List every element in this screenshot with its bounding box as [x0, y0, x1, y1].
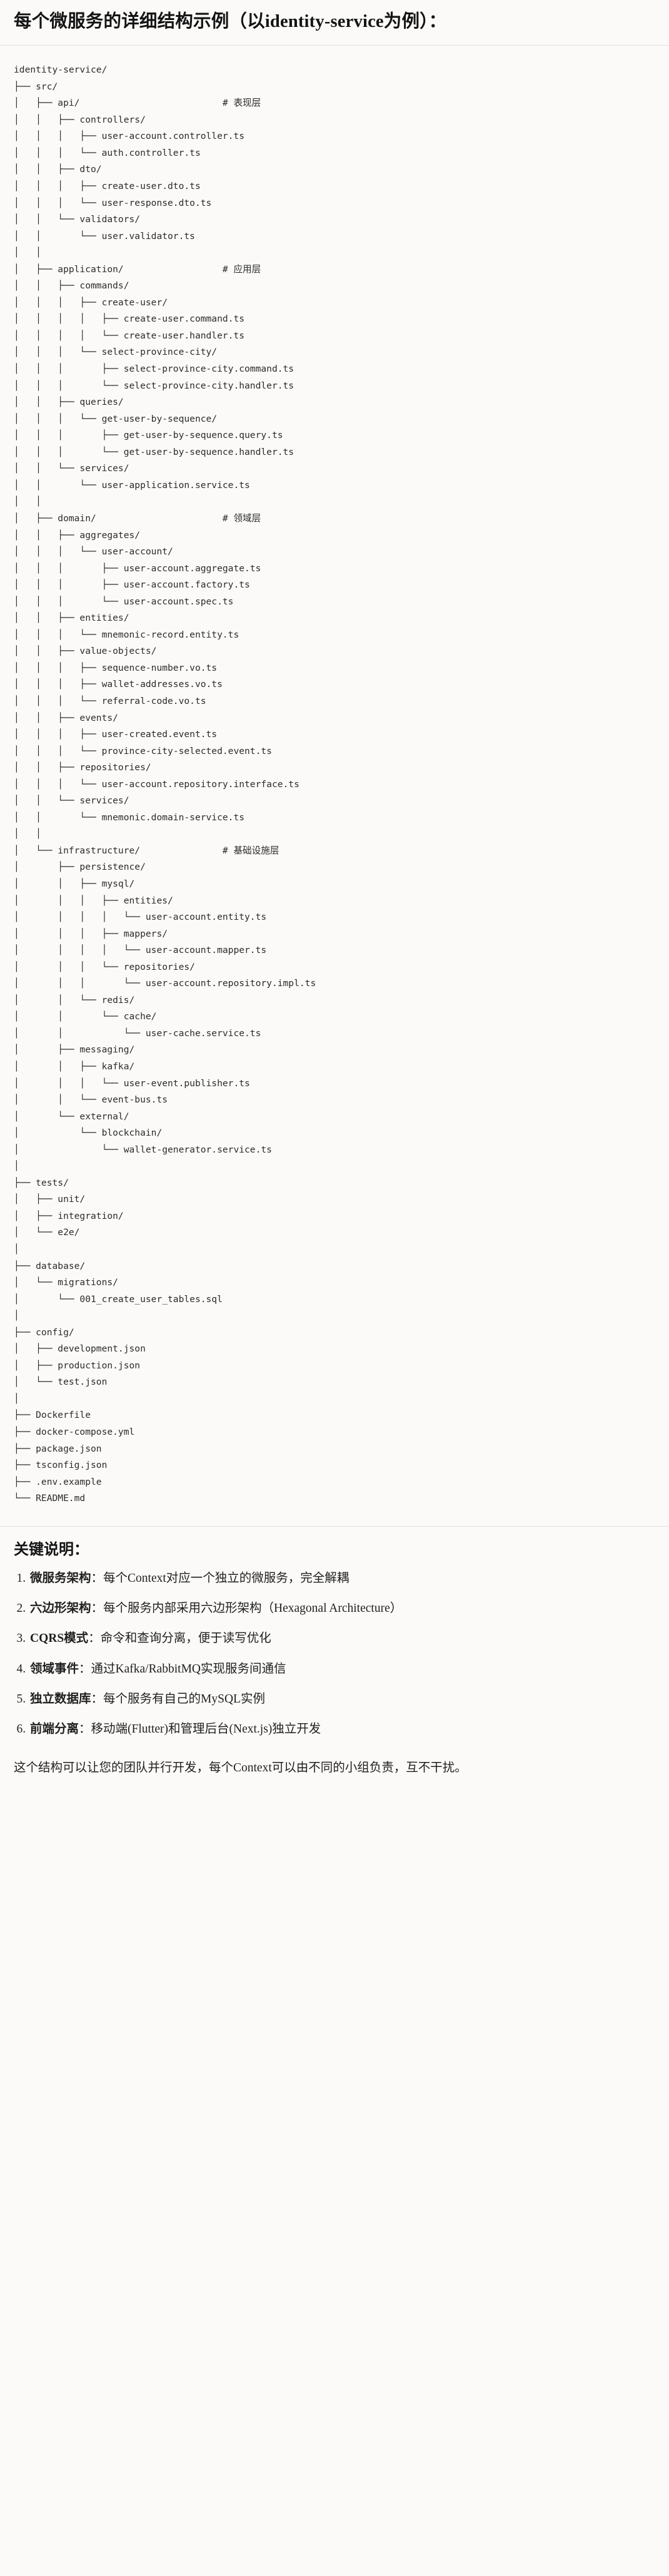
note-term: CQRS模式: [30, 1632, 89, 1646]
note-term: 前端分离: [30, 1723, 79, 1736]
page-root: 每个微服务的详细结构示例（以identity-service为例）： ident…: [0, 0, 669, 1793]
note-body: ：每个服务内部采用六边形架构（Hexagonal Architecture）: [91, 1602, 403, 1616]
list-item: 前端分离：移动端(Flutter)和管理后台(Next.js)独立开发: [29, 1721, 655, 1738]
note-term: 微服务架构: [30, 1571, 91, 1585]
list-item: 六边形架构：每个服务内部采用六边形架构（Hexagonal Architectu…: [29, 1600, 655, 1617]
key-notes-section: 关键说明： 微服务架构：每个Context对应一个独立的微服务，完全解耦 六边形…: [0, 1527, 669, 1754]
directory-tree: identity-service/ ├── src/ │ ├── api/ # …: [14, 64, 316, 1504]
note-term: 独立数据库: [30, 1693, 91, 1706]
note-body: ：每个服务有自己的MySQL实例: [91, 1693, 265, 1706]
title-divider: [0, 45, 669, 46]
key-notes-heading: 关键说明：: [14, 1541, 89, 1558]
tree-divider: [0, 1525, 669, 1527]
note-body: ：通过Kafka/RabbitMQ实现服务间通信: [79, 1662, 286, 1676]
directory-tree-block: identity-service/ ├── src/ │ ├── api/ # …: [0, 46, 669, 1526]
note-term: 六边形架构: [30, 1602, 91, 1616]
page-title: 每个微服务的详细结构示例（以identity-service为例）：: [14, 12, 447, 31]
list-item: 独立数据库：每个服务有自己的MySQL实例: [29, 1691, 655, 1708]
list-item: CQRS模式：命令和查询分离，便于读写优化: [29, 1630, 655, 1647]
note-body: ：移动端(Flutter)和管理后台(Next.js)独立开发: [79, 1723, 321, 1736]
note-body: ：命令和查询分离，便于读写优化: [88, 1632, 271, 1646]
note-term: 领域事件: [30, 1662, 79, 1676]
list-item: 微服务架构：每个Context对应一个独立的微服务，完全解耦: [29, 1570, 655, 1587]
note-body: ：每个Context对应一个独立的微服务，完全解耦: [91, 1571, 350, 1585]
list-item: 领域事件：通过Kafka/RabbitMQ实现服务间通信: [29, 1661, 655, 1678]
key-notes-list: 微服务架构：每个Context对应一个独立的微服务，完全解耦 六边形架构：每个服…: [14, 1570, 655, 1739]
closing-paragraph: 这个结构可以让您的团队并行开发，每个Context可以由不同的小组负责，互不干扰…: [14, 1761, 467, 1774]
